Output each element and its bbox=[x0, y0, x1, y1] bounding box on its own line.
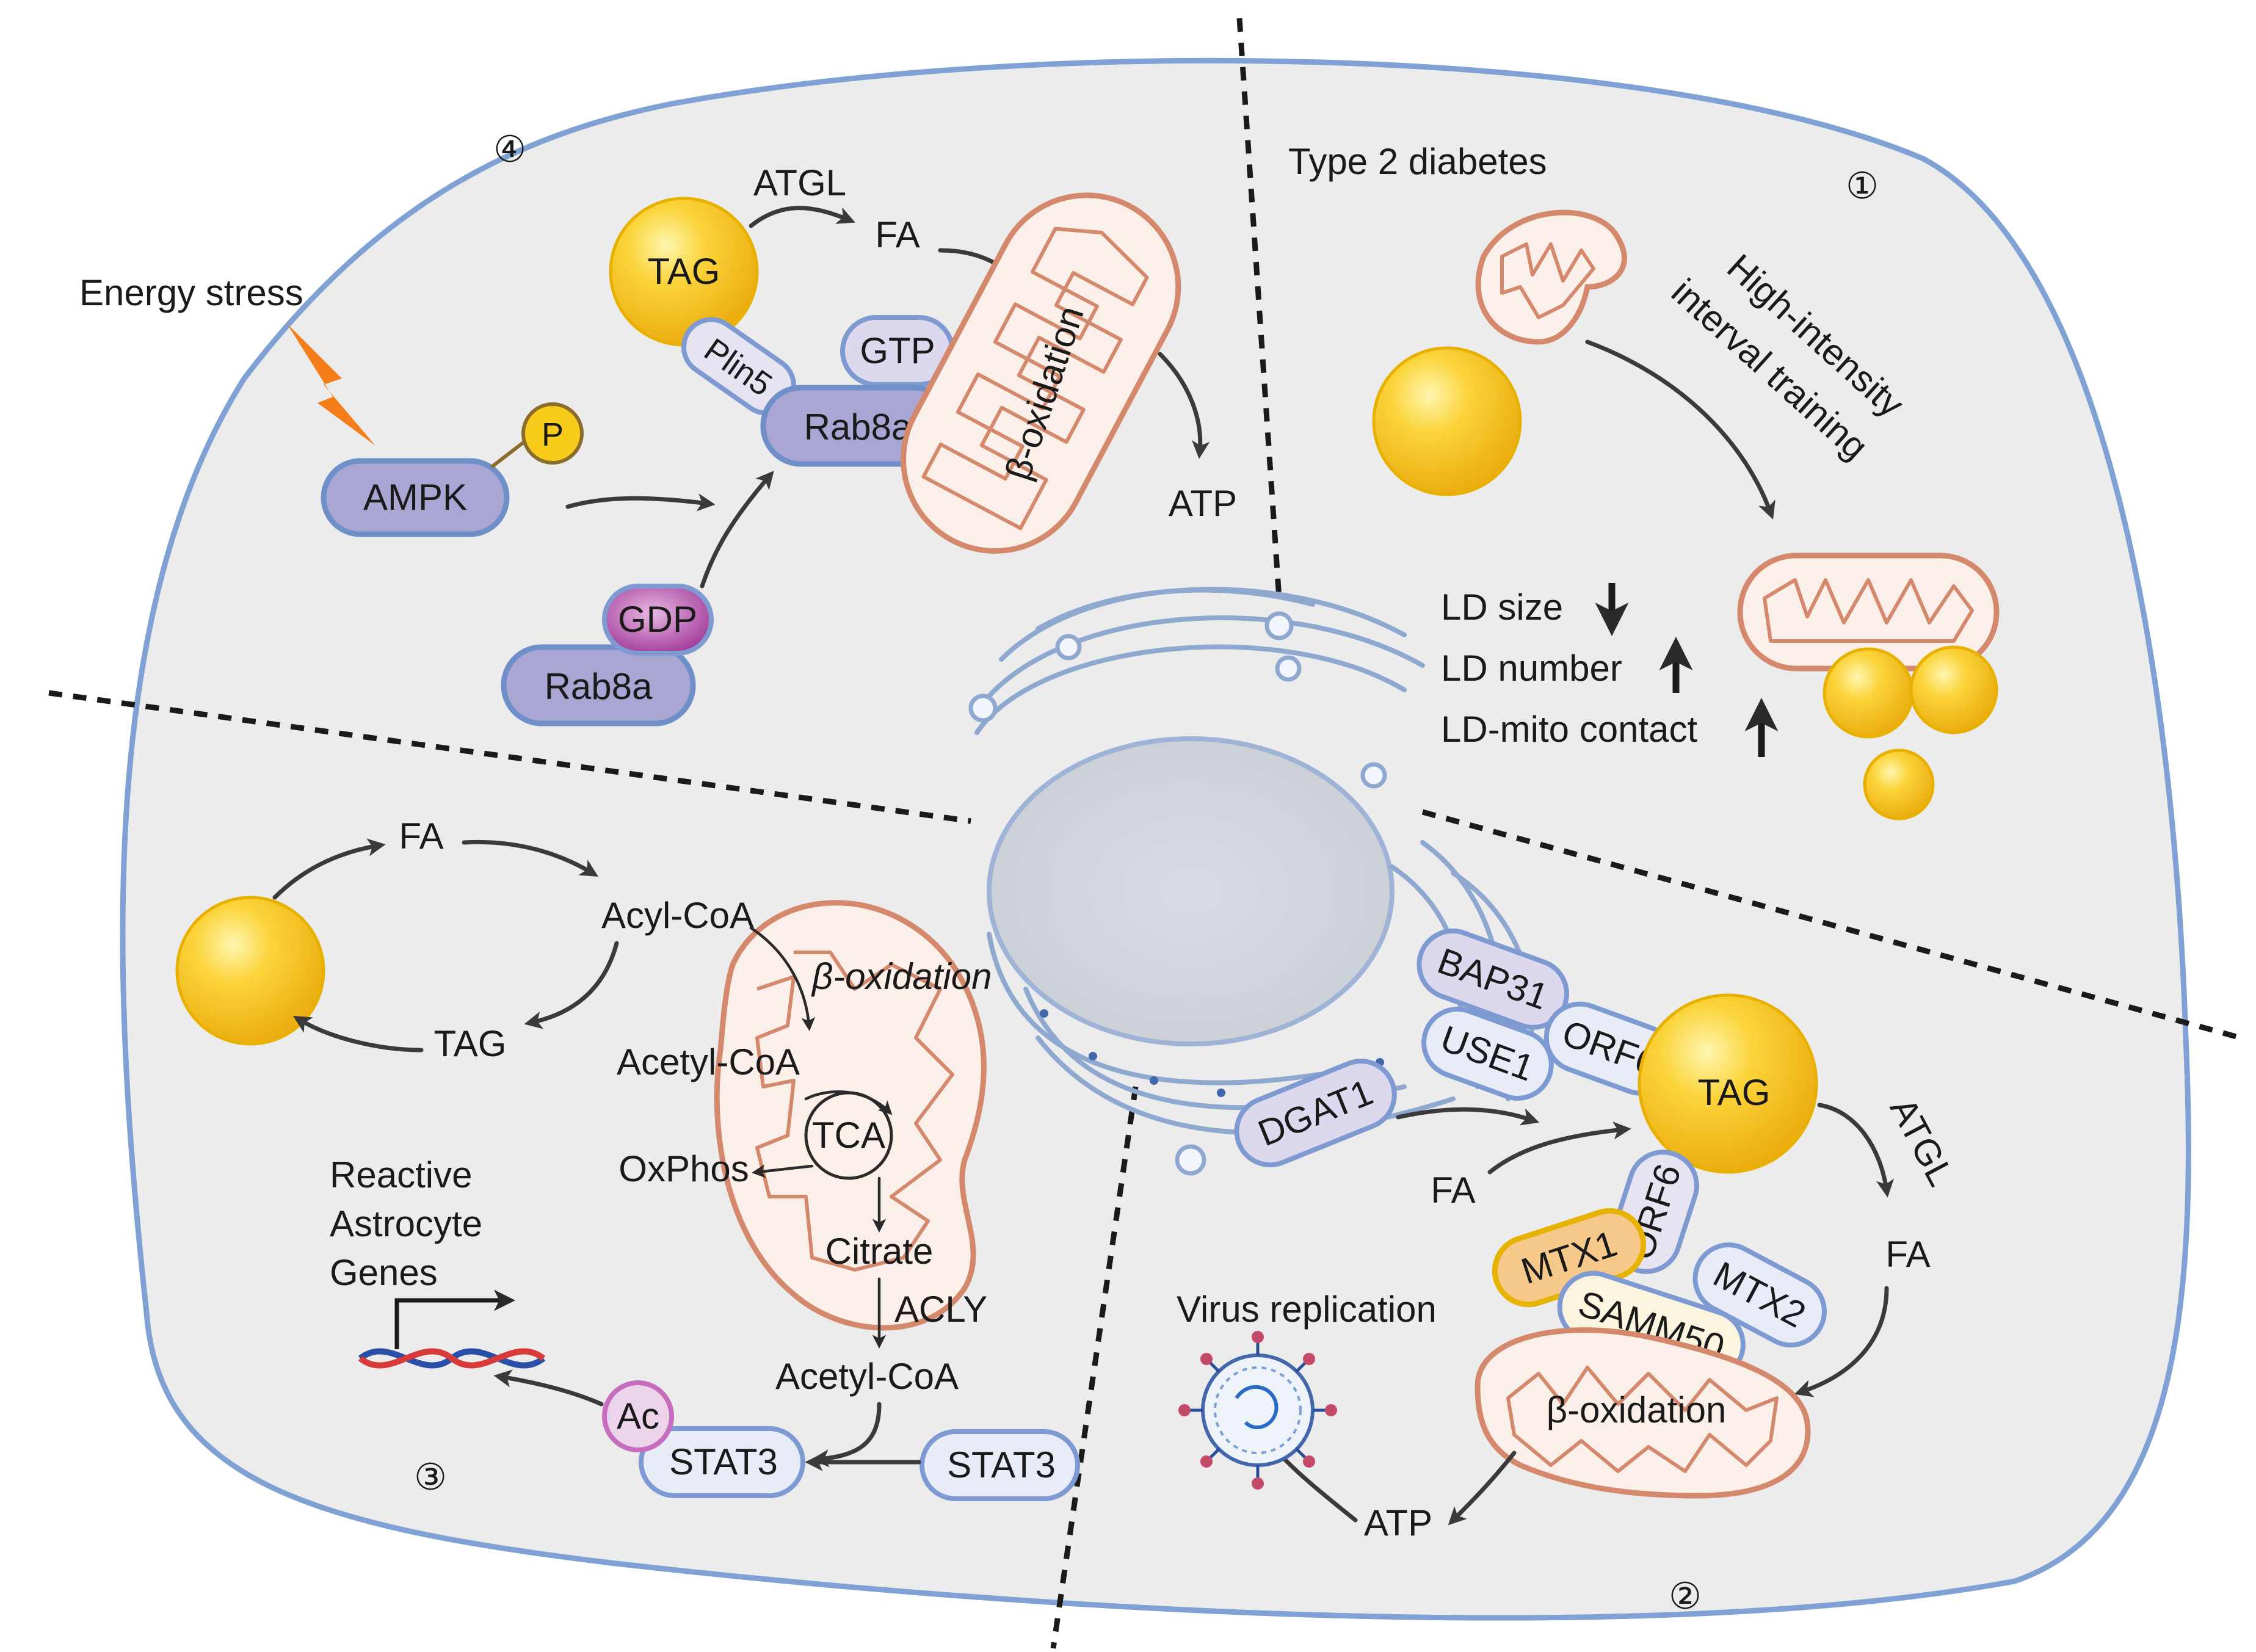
stat3-label: STAT3 bbox=[947, 1444, 1056, 1485]
lipid-droplet-small-p1-c bbox=[1863, 748, 1935, 821]
reactive-genes-line2: Astrocyte bbox=[330, 1203, 482, 1244]
acetyl-coa-label-2: Acetyl-CoA bbox=[775, 1356, 959, 1397]
gdp-pill bbox=[602, 584, 714, 656]
beta-oxidation-label-p3: β-oxidation bbox=[811, 956, 992, 997]
stat3-pill bbox=[919, 1429, 1080, 1501]
fa-left-label-p2: FA bbox=[1431, 1170, 1475, 1211]
acetyl-group-circle bbox=[602, 1380, 674, 1452]
divider-right bbox=[1421, 809, 2242, 1041]
phosphate-label: P bbox=[542, 416, 564, 453]
arrow-gdp-to-gtp bbox=[700, 471, 774, 589]
tag-label-p4: TAG bbox=[648, 251, 720, 292]
energy-stress-label: Energy stress bbox=[79, 272, 303, 313]
acetyl-coa-label-1: Acetyl-CoA bbox=[617, 1042, 800, 1082]
beta-oxidation-label-p2: β-oxidation bbox=[1547, 1389, 1727, 1430]
divider-left bbox=[48, 690, 971, 824]
lipid-droplet-small-p1-a bbox=[1823, 647, 1914, 739]
mitochondrion-p3 bbox=[714, 900, 987, 1331]
panel-marker-4: ④ bbox=[493, 129, 526, 170]
arrow-tag-to-ld-p3 bbox=[292, 1015, 424, 1052]
stat3-acetylated-pill bbox=[639, 1426, 805, 1498]
transcription-arrow bbox=[394, 1289, 515, 1349]
arrow-tca-to-oxphos bbox=[752, 1164, 814, 1178]
ld-number-label: LD number bbox=[1441, 648, 1622, 689]
virus-replication-label: Virus replication bbox=[1177, 1289, 1437, 1330]
virus-icon bbox=[1178, 1331, 1337, 1490]
arrow-mito-to-atp-p2 bbox=[1448, 1451, 1517, 1526]
rab8a-active-label: Rab8a bbox=[804, 407, 912, 447]
lipid-droplet-tag-p2 bbox=[1638, 993, 1818, 1174]
fa-label-p4: FA bbox=[875, 214, 919, 255]
fa-label-p3: FA bbox=[399, 816, 443, 857]
dna-helix-icon bbox=[358, 1348, 546, 1369]
lipid-droplet-p3 bbox=[175, 896, 325, 1046]
dgat1-pill bbox=[1234, 1059, 1397, 1168]
tag-label-p2: TAG bbox=[1698, 1072, 1771, 1113]
panel-marker-1: ① bbox=[1846, 165, 1879, 206]
gtp-label: GTP bbox=[860, 330, 935, 371]
arrow-ld-to-fa-p3 bbox=[272, 838, 386, 900]
arrow-acylcoa-to-tag bbox=[524, 941, 619, 1029]
fa-right-label-p2: FA bbox=[1885, 1234, 1930, 1275]
arrow-acstat3-to-genes bbox=[493, 1369, 604, 1407]
lipid-droplet-small-p1-b bbox=[1909, 645, 1998, 734]
mitochondrion-p4 bbox=[901, 192, 1181, 554]
mitochondrion-p2 bbox=[1474, 1327, 1811, 1499]
ld-mito-contact-label: LD-mito contact bbox=[1441, 709, 1697, 750]
mtx2-pill bbox=[1692, 1242, 1827, 1348]
nucleus bbox=[987, 736, 1395, 1046]
arrow-acylcoa-into-mito bbox=[749, 926, 816, 1031]
arrow-acetylcoa-to-stat3 bbox=[811, 1402, 882, 1468]
mitochondrion-elongated-p1 bbox=[1737, 552, 2000, 672]
atgl-label-p4: ATGL bbox=[753, 162, 846, 203]
ampk-label: AMPK bbox=[363, 477, 467, 518]
lightning-bolt-icon bbox=[287, 324, 375, 446]
ld-size-label: LD size bbox=[1441, 587, 1563, 628]
stat3-acetylated-label: STAT3 bbox=[669, 1441, 778, 1482]
reactive-genes-line3: Genes bbox=[330, 1252, 438, 1293]
arrow-hiit bbox=[1585, 339, 1775, 520]
type2-diabetes-title: Type 2 diabetes bbox=[1288, 141, 1547, 182]
citrate-label: Citrate bbox=[825, 1231, 934, 1272]
arrow-tag-to-fa-p2 bbox=[1817, 1103, 1895, 1198]
ampk-pill bbox=[321, 458, 510, 537]
tag-label-p3: TAG bbox=[434, 1023, 507, 1064]
arrow-dgat1-to-tag bbox=[1396, 1107, 1540, 1126]
divider-bottom bbox=[1050, 1086, 1139, 1649]
arrow-fa-to-acylcoa bbox=[462, 839, 599, 877]
use1-pill bbox=[1421, 1007, 1554, 1101]
mitochondrion-small-p1 bbox=[1475, 209, 1627, 345]
arrow-fa-to-tag-p2 bbox=[1487, 1121, 1631, 1175]
reactive-genes-line1: Reactive bbox=[330, 1154, 472, 1195]
arrow-ampk-to-rab8a bbox=[565, 493, 716, 512]
acly-label: ACLY bbox=[894, 1289, 987, 1330]
panel-marker-3: ③ bbox=[414, 1457, 447, 1498]
arrow-mito-to-atp-p4 bbox=[1158, 352, 1210, 459]
phosphate-circle bbox=[521, 402, 584, 465]
atp-label-p2: ATP bbox=[1364, 1502, 1432, 1543]
lipid-droplet-large-p1 bbox=[1372, 346, 1522, 496]
atp-label-p4: ATP bbox=[1169, 483, 1237, 524]
oxphos-label: OxPhos bbox=[618, 1148, 749, 1189]
acetyl-group-label: Ac bbox=[617, 1396, 659, 1436]
gdp-label: GDP bbox=[618, 599, 697, 640]
rab8a-inactive-label: Rab8a bbox=[545, 666, 653, 707]
acyl-coa-label: Acyl-CoA bbox=[601, 895, 754, 936]
arrow-fa-to-mito-p2 bbox=[1794, 1286, 1889, 1397]
arrow-tag-to-fa-p4 bbox=[749, 206, 855, 228]
panel-marker-2: ② bbox=[1669, 1576, 1702, 1617]
tca-label: TCA bbox=[812, 1115, 885, 1156]
rab8a-inactive-pill bbox=[501, 644, 696, 726]
